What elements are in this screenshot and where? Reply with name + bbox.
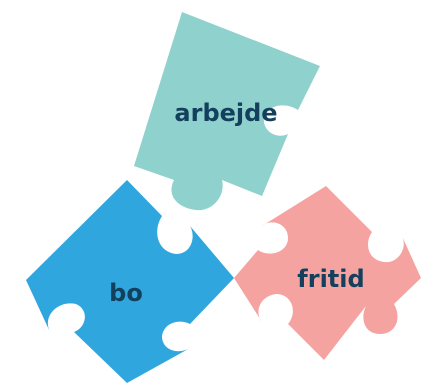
puzzle-piece-bo: bo xyxy=(26,180,234,383)
puzzle-piece-fritid-label: fritid xyxy=(297,265,364,293)
puzzle-piece-bo-shape xyxy=(26,180,234,383)
puzzle-piece-arbejde-shape xyxy=(134,12,320,211)
puzzle-piece-arbejde-label: arbejde xyxy=(174,99,277,127)
puzzle-piece-fritid: fritid xyxy=(234,186,421,360)
puzzle-piece-arbejde: arbejde xyxy=(134,12,320,211)
puzzle-piece-fritid-shape xyxy=(234,186,421,360)
puzzle-piece-bo-label: bo xyxy=(109,279,143,307)
